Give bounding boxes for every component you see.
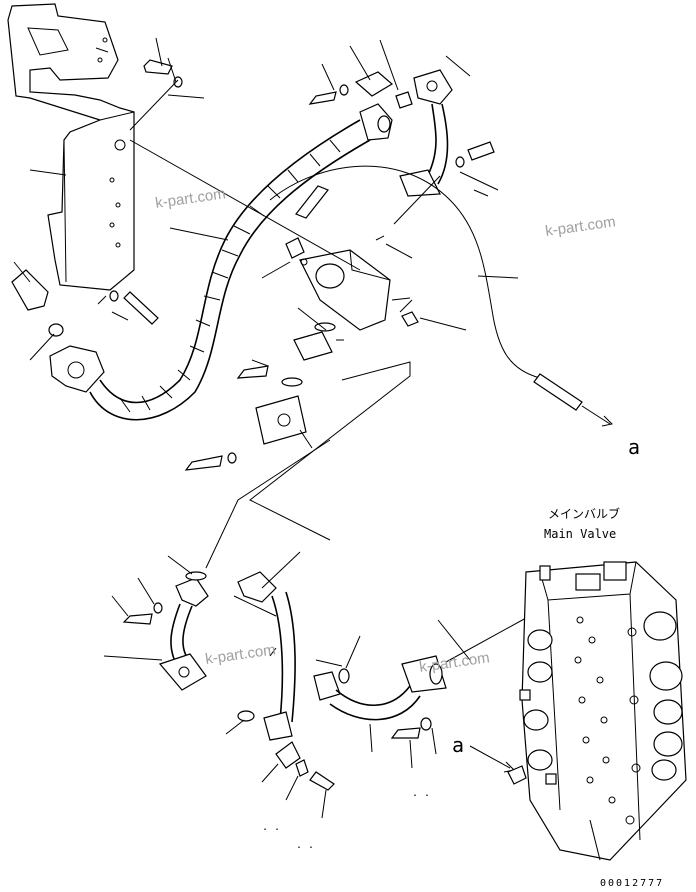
- watermark-3: k-part.com: [204, 641, 277, 668]
- clamp-hardware: [308, 71, 413, 109]
- bracket-bolts: [109, 59, 183, 325]
- placeholder-dots-2: . .: [262, 822, 280, 833]
- main-hose: [89, 103, 393, 421]
- main-valve-label-en: Main Valve: [544, 527, 616, 541]
- main-valve: [519, 561, 687, 861]
- elbow-pipe-top: [399, 69, 495, 197]
- connector-a-bottom: [469, 745, 527, 785]
- lower-hose: [313, 617, 527, 769]
- placeholder-dots-3: . .: [296, 840, 314, 851]
- drawing-number: 00012777: [600, 878, 664, 889]
- reference-label-a-top: a: [628, 435, 640, 459]
- main-valve-label-ja: メインバルブ: [548, 506, 620, 521]
- left-fitting: [11, 269, 105, 393]
- reference-label-a-bottom: a: [452, 733, 464, 757]
- placeholder-dots-1: . .: [412, 788, 430, 799]
- gaskets: [184, 322, 336, 471]
- lower-pipe-left: [103, 555, 255, 735]
- lower-pipe-center: [233, 551, 335, 819]
- watermark-1: k-part.com: [154, 185, 227, 212]
- center-block: [285, 185, 419, 331]
- watermark-4: k-part.com: [418, 649, 491, 676]
- leader-lines: [13, 37, 519, 569]
- bracket-assembly: [7, 3, 135, 291]
- sensor-wire: [269, 165, 614, 427]
- watermark-2: k-part.com: [544, 213, 617, 240]
